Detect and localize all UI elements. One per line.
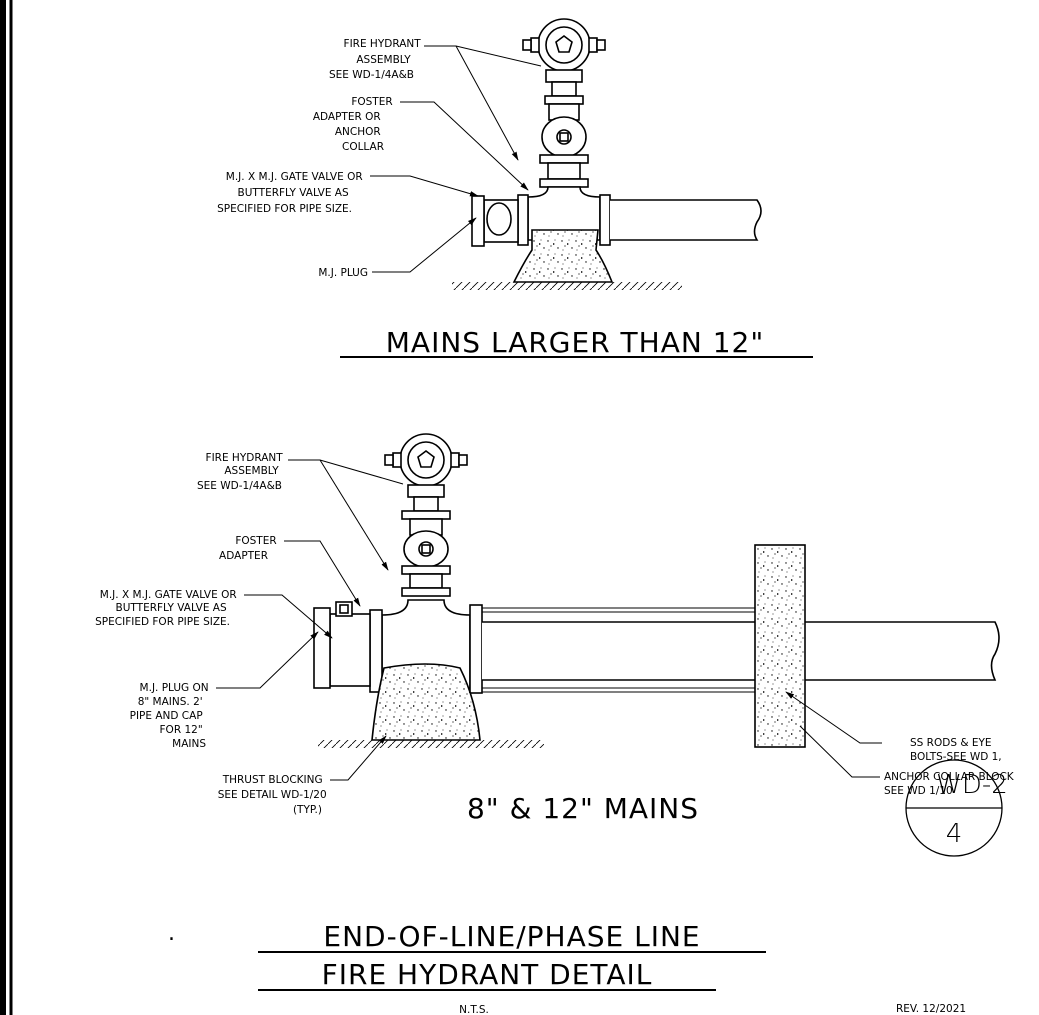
top-detail: FIRE HYDRANT ASSEMBLY SEE WD-1/4A&B FOST… [217, 18, 813, 359]
top-ground [452, 282, 682, 290]
bottom-valve-label: M.J. X M.J. GATE VALVE OR BUTTERFLY VALV… [95, 589, 240, 628]
thrust-blocking-label: THRUST BLOCKING SEE DETAIL WD-1/20 (TYP.… [218, 774, 330, 816]
detail-badge: WD-2 4 [905, 759, 1008, 857]
anchor-collar-label: ANCHOR COLLAR BLOCK SEE WD 1/10 [884, 771, 1017, 797]
sheet-title-line2: FIRE HYDRANT DETAIL [322, 958, 653, 991]
revision-note: REV. 12/2021 [896, 1003, 966, 1015]
scale-note: N.T.S. [459, 1004, 489, 1015]
bottom-detail-title: 8" & 12" MAINS [467, 792, 699, 825]
top-hydrant-assembly [522, 18, 606, 188]
top-plug-label: M.J. PLUG [318, 267, 368, 279]
top-adapter-label: FOSTER ADAPTER OR ANCHOR COLLAR [313, 96, 396, 153]
ss-rods-label: SS RODS & EYE BOLTS-SEE WD 1, [910, 737, 1002, 763]
bottom-detail: FIRE HYDRANT ASSEMBLY SEE WD-1/4A&B FOST… [95, 433, 1017, 825]
badge-detail-number: 4 [946, 819, 963, 849]
title-dot: . [168, 921, 175, 946]
bottom-adapter-label: FOSTER ADAPTER [219, 535, 280, 562]
bottom-hydrant-assembly [384, 433, 468, 597]
bottom-hydrant-label: FIRE HYDRANT ASSEMBLY SEE WD-1/4A&B [197, 452, 286, 492]
bottom-mj-plug [313, 607, 331, 689]
top-main-pipe [610, 199, 762, 241]
bottom-main-pipe [482, 621, 1000, 681]
anchor-collar-block [754, 544, 806, 748]
bottom-thrust-block [371, 663, 481, 741]
top-foster-adapter [517, 194, 529, 246]
top-mj-plug [471, 195, 485, 247]
bottom-foster-adapter [369, 609, 383, 693]
sheet-title-line1: END-OF-LINE/PHASE LINE [323, 920, 700, 953]
top-detail-title: MAINS LARGER THAN 12" [386, 326, 764, 359]
bottom-ground [318, 740, 544, 748]
top-valve [483, 199, 519, 243]
sheet-border [0, 0, 6, 1015]
bottom-valve [329, 613, 371, 687]
badge-sheet-number: WD-2 [936, 770, 1008, 800]
top-hydrant-label: FIRE HYDRANT ASSEMBLY SEE WD-1/4A&B [329, 38, 424, 81]
bottom-plug-label: M.J. PLUG ON 8" MAINS. 2' PIPE AND CAP F… [130, 682, 212, 750]
top-valve-label: M.J. X M.J. GATE VALVE OR BUTTERFLY VALV… [217, 171, 366, 215]
sheet-title-block: . END-OF-LINE/PHASE LINE FIRE HYDRANT DE… [168, 920, 766, 1015]
